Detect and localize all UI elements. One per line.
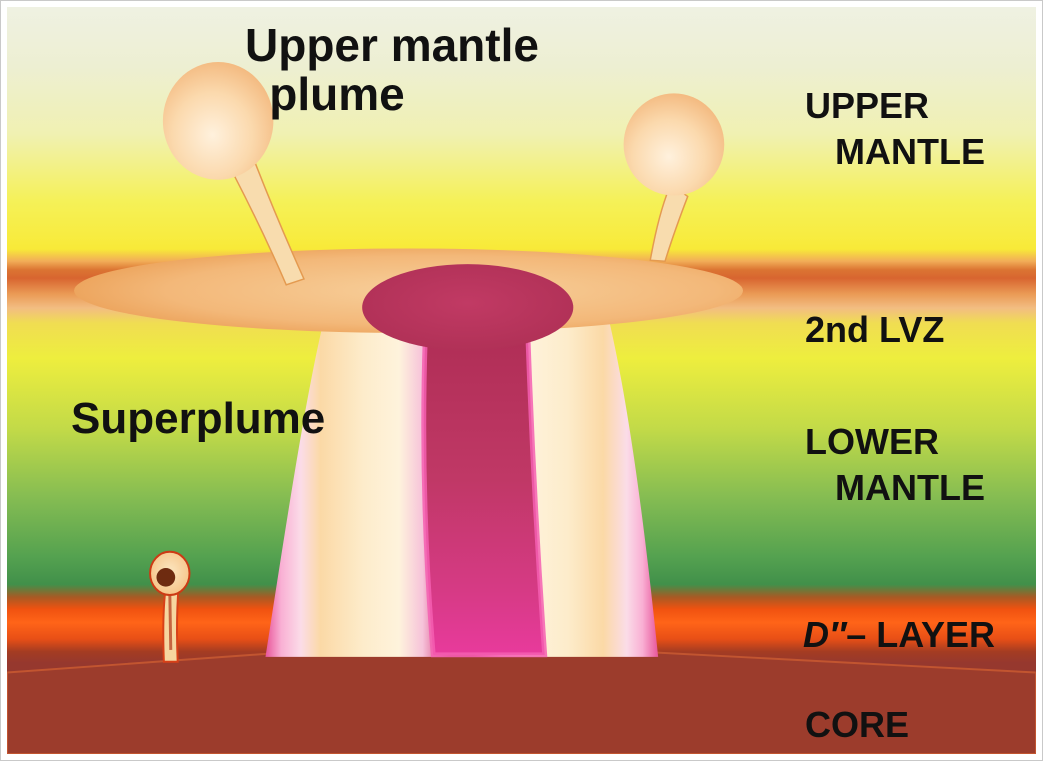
baby-plume-core-dot: [156, 567, 176, 587]
plume-illustration: [7, 61, 1036, 754]
label-d-layer-prefix: D″: [803, 614, 847, 655]
label-superplume: Superplume: [71, 394, 326, 443]
baby-plume-stem-core-line: [168, 592, 173, 650]
label-core: CORE: [805, 704, 910, 745]
superplume-conduit: [421, 333, 548, 658]
superplume-head: [362, 264, 574, 351]
label-lower-mantle-line2: MANTLE: [835, 467, 985, 509]
label-upper-mantle-line2: MANTLE: [835, 131, 985, 173]
upper-mantle-plume-right-stem: [649, 187, 689, 263]
label-upper-mantle-line1: UPPER: [805, 85, 930, 126]
label-lower-mantle-line1: LOWER: [805, 421, 939, 462]
label-upper-mantle: UPPER MANTLE: [805, 83, 985, 175]
label-second-lvz: 2nd LVZ: [805, 309, 945, 350]
upper-mantle-plume-right-head: [623, 93, 725, 196]
label-d-layer: D″– LAYER: [803, 612, 995, 658]
label-lower-mantle: LOWER MANTLE: [805, 419, 985, 511]
upper-mantle-plume-left-head: [162, 61, 274, 180]
label-d-layer-rest: – LAYER: [846, 614, 995, 655]
label-upper-mantle-plume: Upper mantle plume: [187, 21, 597, 119]
label-upper-mantle-plume-line1: Upper mantle: [245, 19, 539, 71]
label-upper-mantle-plume-line2: plume: [269, 67, 405, 120]
diagram-canvas: Upper mantle plume UPPER MANTLE 2nd LVZ …: [7, 7, 1036, 754]
